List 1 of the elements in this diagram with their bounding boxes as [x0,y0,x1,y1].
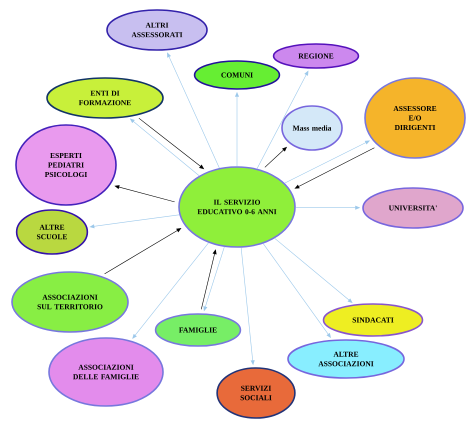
arrow [104,228,182,274]
